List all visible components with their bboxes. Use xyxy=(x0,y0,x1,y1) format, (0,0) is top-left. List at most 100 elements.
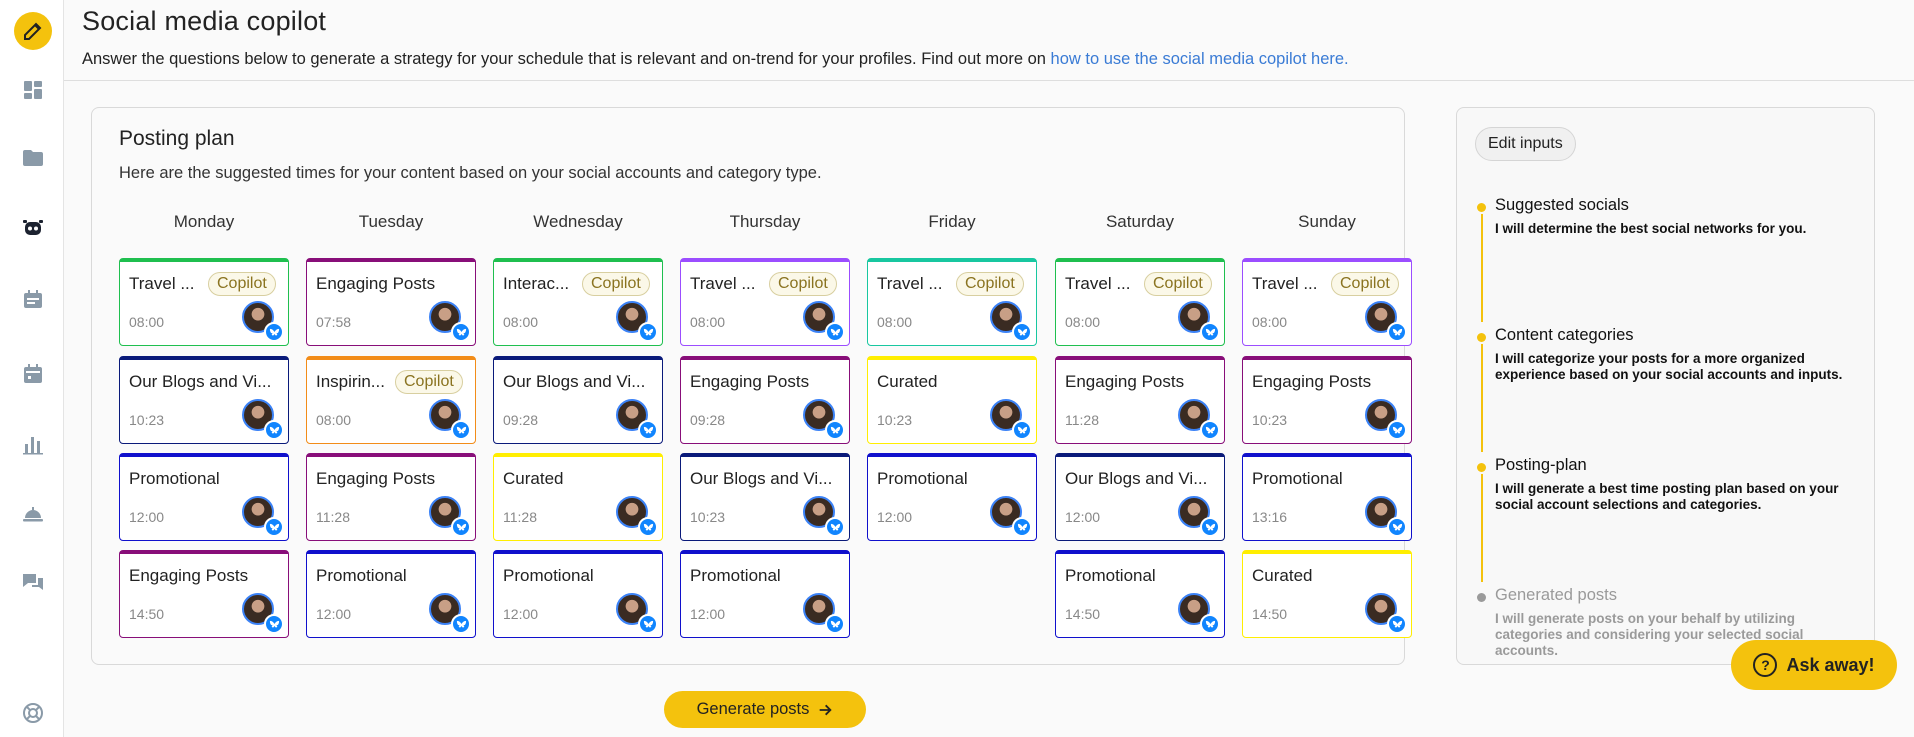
post-title: Engaging Posts xyxy=(1065,372,1185,391)
copilot-badge: Copilot xyxy=(582,272,650,296)
avatar xyxy=(1178,301,1210,333)
avatar xyxy=(1365,496,1397,528)
service-bell-icon[interactable] xyxy=(14,494,52,532)
step-dot xyxy=(1477,333,1486,342)
ask-away-button[interactable]: ? Ask away! xyxy=(1731,640,1897,690)
day-header: Sunday xyxy=(1298,212,1356,231)
calendar-icon[interactable] xyxy=(14,355,52,393)
day-header: Tuesday xyxy=(358,212,424,231)
avatar xyxy=(1365,399,1397,431)
post-card[interactable]: Our Blogs and Vi...12:00 xyxy=(1055,453,1225,541)
folder-icon[interactable] xyxy=(14,139,52,177)
post-title: Travel ... xyxy=(1252,274,1318,293)
post-title: Travel ... xyxy=(877,274,943,293)
bluesky-icon xyxy=(451,420,471,440)
page-subtitle: Answer the questions below to generate a… xyxy=(82,50,1349,69)
avatar xyxy=(242,301,274,333)
step-dot xyxy=(1477,593,1486,602)
post-time: 08:00 xyxy=(690,314,726,330)
post-title: Promotional xyxy=(1065,566,1156,585)
help-lifebuoy-icon[interactable] xyxy=(14,694,52,732)
step-description: I will generate a best time posting plan… xyxy=(1495,481,1839,512)
analytics-icon[interactable] xyxy=(14,425,52,463)
planner-icon[interactable] xyxy=(14,281,52,319)
post-title: Interac... xyxy=(503,274,570,293)
bluesky-icon xyxy=(1200,517,1220,537)
post-time: 12:00 xyxy=(690,606,726,622)
step-title: Posting-plan xyxy=(1495,456,1587,474)
avatar xyxy=(242,593,274,625)
post-time: 12:00 xyxy=(129,509,165,525)
post-title: Engaging Posts xyxy=(129,566,249,585)
step-description: I will determine the best social network… xyxy=(1495,221,1807,236)
copilot-robot-icon[interactable] xyxy=(14,209,52,247)
posting-plan-title: Posting plan xyxy=(119,127,235,150)
step-title: Generated posts xyxy=(1495,586,1617,604)
bluesky-icon xyxy=(1387,420,1407,440)
post-time: 14:50 xyxy=(1252,606,1288,622)
sidebar xyxy=(0,0,64,737)
bluesky-icon xyxy=(825,420,845,440)
copilot-help-link[interactable]: how to use the social media copilot here… xyxy=(1050,50,1349,68)
bluesky-icon xyxy=(264,420,284,440)
edit-icon[interactable] xyxy=(14,12,52,50)
bluesky-icon xyxy=(451,614,471,634)
day-header: Thursday xyxy=(729,212,801,231)
edit-inputs-button[interactable]: Edit inputs xyxy=(1475,127,1576,161)
post-title: Engaging Posts xyxy=(316,274,436,293)
post-card[interactable]: Our Blogs and Vi...10:23 xyxy=(119,356,289,444)
copilot-badge: Copilot xyxy=(1331,272,1399,296)
post-time: 10:23 xyxy=(877,412,913,428)
post-time: 13:16 xyxy=(1252,509,1288,525)
post-time: 10:23 xyxy=(129,412,165,428)
bluesky-icon xyxy=(264,517,284,537)
post-title: Travel ... xyxy=(1065,274,1131,293)
chat-icon[interactable] xyxy=(14,563,52,601)
post-title: Promotional xyxy=(503,566,594,585)
page-title: Social media copilot xyxy=(82,6,327,36)
bluesky-icon xyxy=(1012,322,1032,342)
post-card[interactable]: Our Blogs and Vi...09:28 xyxy=(493,356,663,444)
post-title: Curated xyxy=(1252,566,1313,585)
post-title: Engaging Posts xyxy=(1252,372,1372,391)
post-card[interactable]: Our Blogs and Vi...10:23 xyxy=(680,453,850,541)
generate-posts-button[interactable]: Generate posts xyxy=(664,691,866,728)
dashboard-icon[interactable] xyxy=(14,71,52,109)
step-dot xyxy=(1477,463,1486,472)
bluesky-icon xyxy=(638,614,658,634)
step-description: I will generate posts on your behalf by … xyxy=(1495,611,1804,658)
copilot-badge: Copilot xyxy=(208,272,276,296)
post-title: Promotional xyxy=(877,469,968,488)
copilot-badge: Copilot xyxy=(395,370,463,394)
step-posting-plan: Posting-plan I will generate a best time… xyxy=(1477,456,1857,582)
bluesky-icon xyxy=(1200,420,1220,440)
question-icon: ? xyxy=(1753,653,1778,677)
avatar xyxy=(1365,593,1397,625)
day-header: Saturday xyxy=(1105,212,1175,231)
post-card[interactable]: Curated 14:50 xyxy=(1242,550,1412,638)
step-content-categories: Content categories I will categorize you… xyxy=(1477,326,1857,452)
bluesky-icon xyxy=(264,322,284,342)
